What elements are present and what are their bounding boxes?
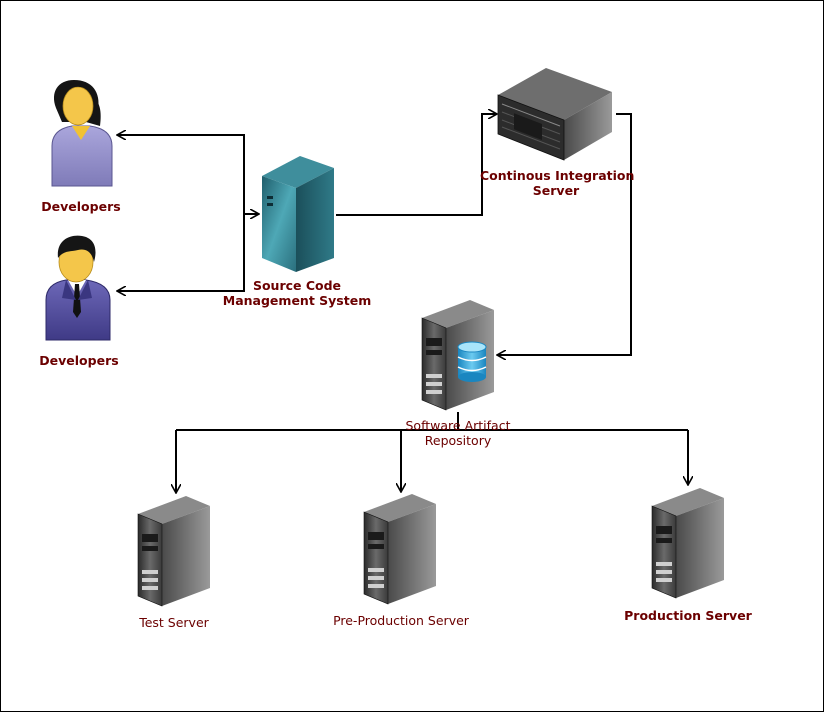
test-server-label: Test Server: [139, 615, 209, 630]
connectors: [118, 114, 688, 492]
ci-label-line-2: Server: [532, 183, 580, 198]
test-server-icon: [137, 496, 210, 607]
developer-1-icon: [51, 80, 113, 187]
scm-label-line-2: Management System: [222, 293, 372, 308]
repository-label-line-2: Repository: [424, 433, 492, 448]
developer-1-label: Developers: [41, 199, 121, 214]
edge-ci-to-repo: [498, 113, 632, 355]
scm-server-icon: [262, 156, 334, 272]
edge-scm-to-developer-1: [118, 135, 245, 222]
repository-label-line-1: Software Artifact: [405, 418, 511, 433]
developer-2-label: Developers: [39, 353, 119, 368]
edge-scm-to-ci: [336, 114, 496, 216]
edge-scm-to-developer-2: [118, 222, 245, 291]
prod-server-icon: [651, 488, 724, 599]
database-icon: [457, 341, 487, 382]
developer-2-icon: [45, 235, 111, 341]
ci-server-icon: [497, 68, 612, 161]
repository-label: Software Artifact Repository: [388, 418, 528, 448]
ci-label-line-1: Continous Integration: [480, 168, 635, 183]
preprod-server-label: Pre-Production Server: [333, 613, 469, 628]
scm-label-line-1: Source Code: [252, 278, 342, 293]
ci-label: Continous Integration Server: [480, 168, 635, 198]
scm-label: Source Code Management System: [222, 278, 372, 308]
preprod-server-icon: [363, 494, 436, 605]
prod-server-label: Production Server: [624, 608, 752, 623]
